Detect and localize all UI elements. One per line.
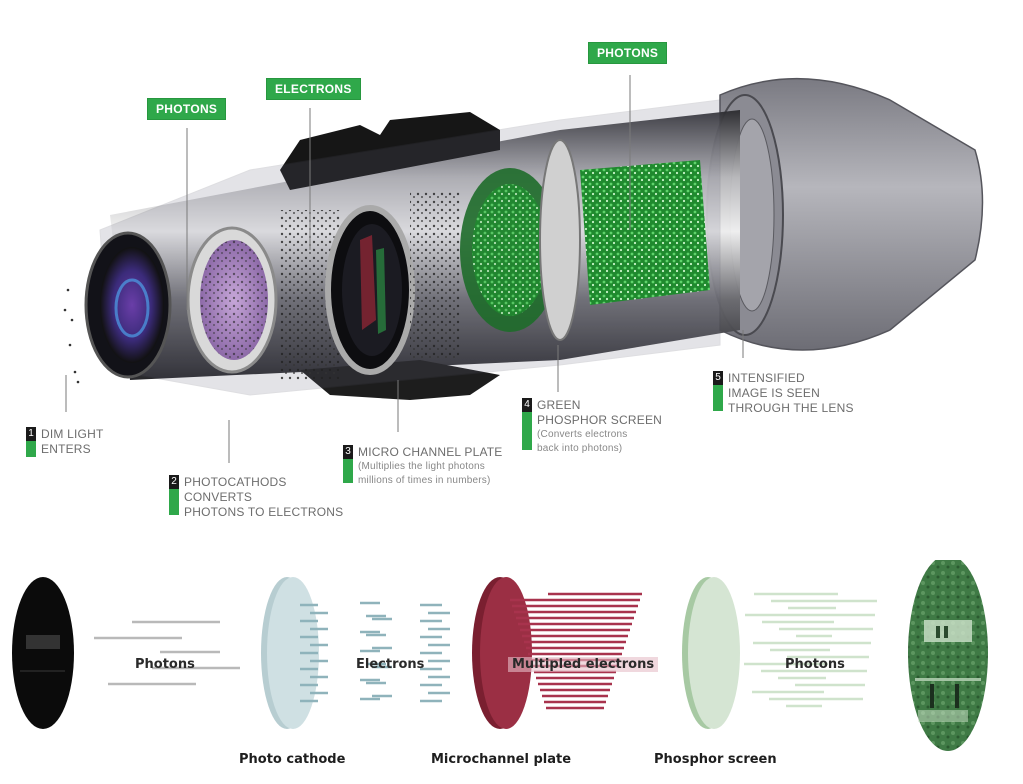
photocathode-disk (186, 226, 278, 374)
flow-schematic (12, 560, 988, 751)
step-text-line: ENTERS (41, 442, 91, 456)
phosphor-screen-disk (682, 577, 740, 729)
tag-electrons: ELECTRONS (266, 78, 361, 100)
step-3: 3 MICRO CHANNEL PLATE (Multiplies the li… (343, 445, 508, 488)
step-text-line: THROUGH THE LENS (728, 401, 854, 415)
step-number: 5 (713, 371, 723, 385)
step-text-line: PHOTONS TO ELECTRONS (184, 505, 344, 519)
incoming-photon-lines (94, 620, 240, 686)
flow-label-multiplied-electrons: Multipled electrons (508, 657, 659, 672)
photo-cathode-disk (261, 577, 319, 729)
step-text-line: DIM LIGHT (41, 427, 104, 441)
tag-photons-out: PHOTONS (588, 42, 668, 64)
label-phosphor-screen: Phosphor screen (654, 752, 777, 767)
step-text-line: PHOTOCATHODS (184, 475, 287, 489)
step-text-line: GREEN (537, 398, 581, 412)
label-microchannel-plate: Microchannel plate (431, 752, 572, 767)
step-number: 1 (26, 427, 36, 441)
step-subtext: (Converts electrons back into photons) (537, 429, 628, 454)
incoming-photon-dots (63, 288, 80, 384)
eyecup (706, 78, 984, 351)
step-number: 3 (343, 445, 353, 459)
dark-input-image (12, 577, 74, 729)
multiplied-electron-lines (510, 592, 642, 710)
step-5: 5 INTENSIFIED IMAGE IS SEEN THROUGH THE … (713, 371, 854, 416)
photon-cloud (580, 160, 710, 305)
step-1: 1 DIM LIGHT ENTERS (26, 427, 103, 457)
step-subtext: (Multiplies the light photons millions o… (358, 461, 491, 486)
step-text-line: PHOSPHOR SCREEN (537, 413, 663, 427)
phosphor-screen-disk (460, 139, 581, 341)
step-4: 4 GREEN PHOSPHOR SCREEN (Converts electr… (522, 398, 662, 456)
multiplied-electrons-cloud (410, 190, 460, 360)
microchannel-plate-ring (325, 205, 415, 375)
night-vision-cutaway (63, 75, 984, 463)
objective-lens (84, 231, 172, 379)
step-number: 2 (169, 475, 179, 489)
label-photo-cathode: Photo cathode (239, 752, 346, 767)
intensified-output-image (908, 560, 988, 751)
flow-label-photons-out: Photons (785, 657, 845, 672)
step-text-line: CONVERTS (184, 490, 253, 504)
output-photon-lines (744, 592, 877, 708)
electron-lines (300, 601, 450, 703)
flow-label-photons-in: Photons (135, 657, 195, 672)
tag-photons-in: PHOTONS (147, 98, 227, 120)
microchannel-plate-disk (472, 577, 532, 729)
step-text-line: INTENSIFIED (728, 371, 805, 385)
flow-label-electrons: Electrons (356, 657, 425, 672)
step-text-line: IMAGE IS SEEN (728, 386, 820, 400)
step-number: 4 (522, 398, 532, 412)
step-text-line: MICRO CHANNEL PLATE (358, 445, 503, 459)
step-2: 2 PHOTOCATHODS CONVERTS PHOTONS TO ELECT… (169, 475, 343, 520)
